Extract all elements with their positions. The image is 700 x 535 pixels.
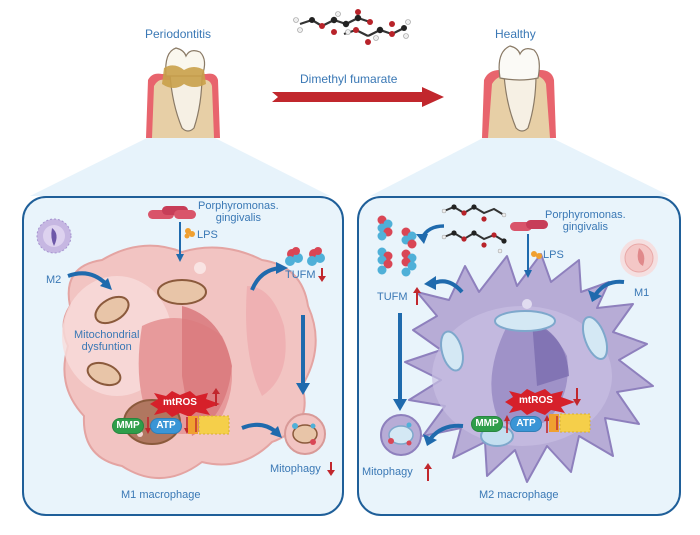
treatment-arrow-icon [272,87,444,107]
mmp-pill-right: MMP [471,416,503,432]
mtros-burst-icon-left [150,391,220,417]
dimethyl-fumarate-molecule-icon [293,9,411,45]
pathogen-label-right: Porphyromonas. gingivalis [545,209,626,233]
mito-dysfunction-label: Mitochondrial dysfuntion [74,329,140,353]
tufm-label-right: TUFM [377,291,408,303]
dysfunction-line1: Mitochondrial [74,329,140,341]
mitophagy-label-left: Mitophagy [270,463,321,475]
cell-to-mitophagy-arrow-right-icon [423,423,464,446]
m1-to-m2-arrow-icon [588,279,625,302]
tufm-to-mitophagy-arrow-right-icon [393,313,407,411]
mitophagy-label-right: Mitophagy [362,466,413,478]
lps-label-left: LPS [197,229,218,241]
m1-macrophage-label: M1 macrophage [121,489,201,501]
pathogen-line2: gingivalis [215,211,261,224]
healthy-tooth-icon [482,45,556,138]
mtros-label-left: mtROS [163,397,197,408]
healthy-label: Healthy [495,27,536,41]
tufm-protein-icon-right [377,215,417,277]
lps-entry-arrow-icon [176,222,184,262]
atp-pill-left: ATP [150,418,182,434]
m2-macrophage-cell-icon [404,253,654,483]
dimethyl-fumarate-molecule-icon-panel [441,204,507,254]
m2-incoming-label: M2 [46,274,62,286]
tufm-label-left: TUFM [285,269,316,281]
mitophagy-vesicle-icon-right [380,414,422,456]
m1-incoming-cell-icon [620,239,658,277]
dysfunction-line2: dysfuntion [81,340,132,353]
periodontitis-label: Periodontitis [145,27,212,41]
pathogen-line1: Porphyromonas. [198,200,279,212]
p-gingivalis-bacteria-icon-right [510,220,548,231]
lps-entry-arrow-right-icon [524,234,532,278]
lps-icon-right [531,251,542,259]
pathogen-line2-right: gingivalis [562,220,608,233]
periodontitis-tooth-icon [146,47,220,138]
dmf-to-tufm-arrow-icon [416,224,445,244]
mtros-label-right: mtROS [519,395,553,406]
lps-icon [184,228,195,239]
treatment-label: Dimethyl fumarate [300,72,398,86]
m2-macrophage-label: M2 macrophage [479,489,559,501]
m1-incoming-label: M1 [634,287,650,299]
p-gingivalis-bacteria-icon [148,206,196,219]
tufm-to-mitophagy-arrow-left-icon [296,315,310,395]
mitophagy-vesicle-icon-left [284,413,326,455]
atp-pill-right: ATP [510,416,542,432]
m2-to-m1-arrow-icon [67,271,112,290]
mtros-burst-icon-right [505,389,575,415]
tufm-down-arrow-icon [318,268,326,282]
m2-incoming-cell-icon [36,218,72,254]
lps-label-right: LPS [543,249,564,261]
atp-synthase-complex-icon-right [549,413,591,433]
cell-to-tufm-arrow-left-icon [250,262,288,291]
cell-to-mitophagy-arrow-left-icon [241,422,282,438]
pathogen-label-left: Porphyromonas. gingivalis [198,200,279,224]
pathogen-line1-right: Porphyromonas. [545,209,626,221]
tufm-protein-icon-left [285,247,325,266]
mmp-pill-left: MMP [112,418,144,434]
atp-synthase-complex-icon-left [188,415,230,435]
cell-to-tufm-arrow-right-icon [424,276,464,294]
